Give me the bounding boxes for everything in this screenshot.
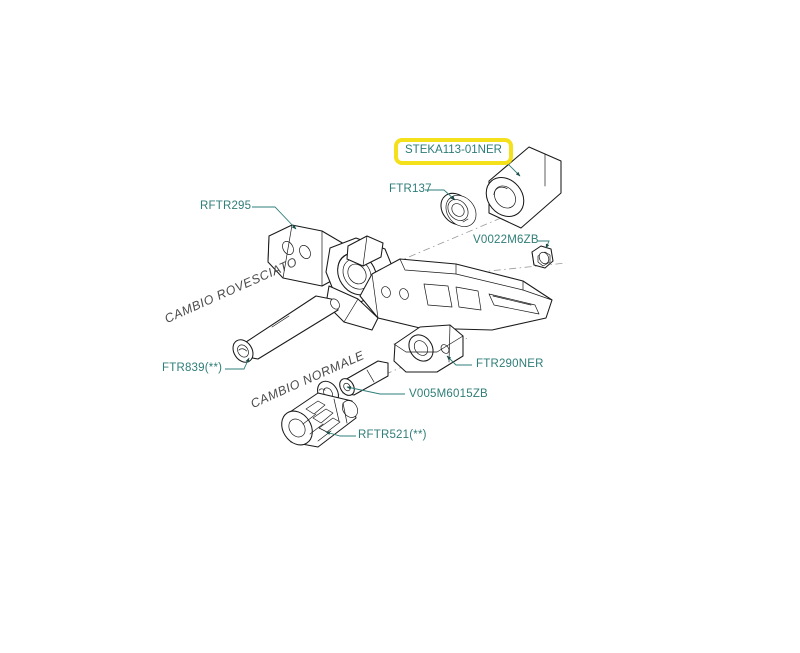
part-rftr521-footpeg [281, 392, 358, 448]
part-ftr290ner-block [393, 324, 464, 373]
label-steka113-01ner-highlighted[interactable]: STEKA113-01NER [395, 139, 512, 164]
label-v0022m6zb[interactable]: V0022M6ZB [473, 234, 539, 246]
label-ftr137[interactable]: FTR137 [389, 183, 432, 195]
part-rftr295-bracket [267, 224, 553, 331]
label-v005m6015zb[interactable]: V005M6015ZB [409, 388, 488, 400]
label-ftr839[interactable]: FTR839(**) [162, 362, 223, 374]
part-ftr137-bearing [440, 192, 477, 227]
label-ftr290ner[interactable]: FTR290NER [476, 358, 544, 370]
part-ftr839-pin [232, 295, 340, 363]
label-rftr295[interactable]: RFTR295 [200, 200, 252, 212]
part-v0022m6zb-nut [531, 245, 554, 269]
label-rftr521[interactable]: RFTR521(**) [358, 429, 427, 441]
part-steka113-01ner-spacer [485, 146, 562, 229]
